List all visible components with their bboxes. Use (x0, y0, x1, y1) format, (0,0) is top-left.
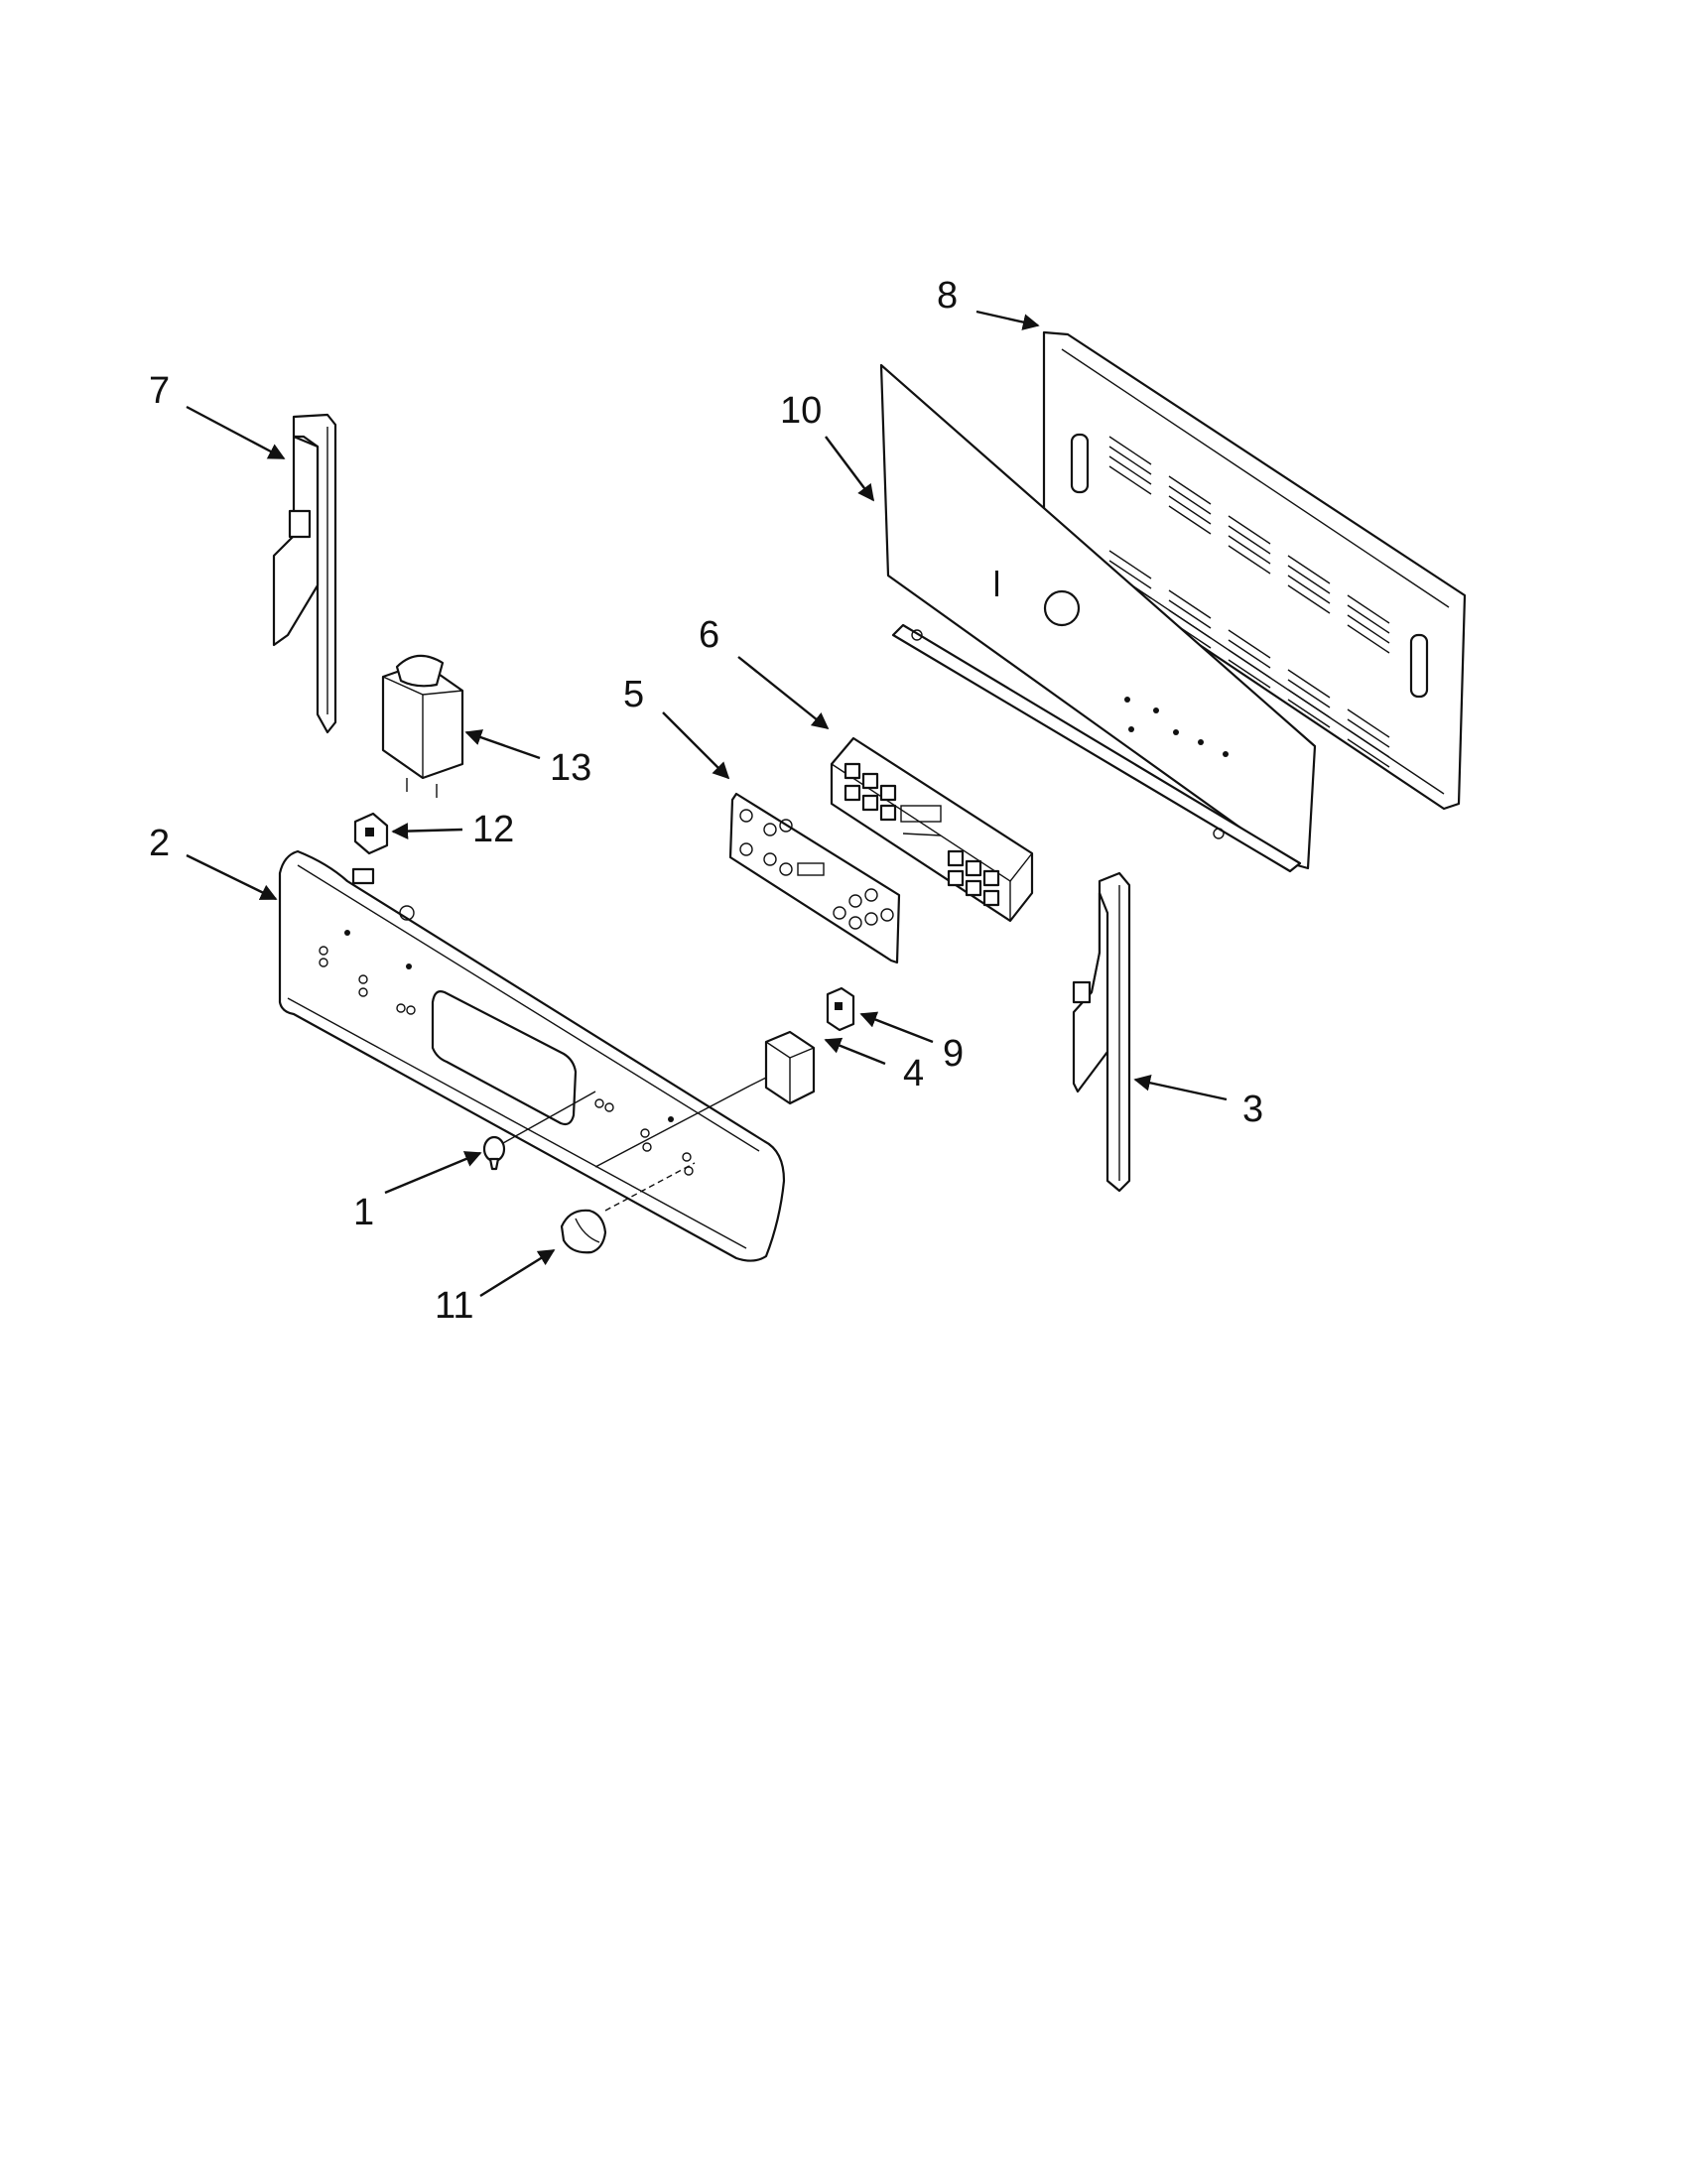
callout-labels: 1 2 3 4 5 6 7 8 9 10 11 12 13 (149, 275, 1263, 1327)
callout-4: 4 (903, 1053, 924, 1094)
callout-9: 9 (943, 1033, 964, 1075)
leader-lines (186, 310, 1228, 1298)
callout-12: 12 (472, 809, 514, 850)
leader-2 (186, 853, 278, 901)
leader-9 (859, 1011, 934, 1044)
right-end-bracket-part (1072, 871, 1131, 1193)
leader-4 (824, 1037, 886, 1066)
leader-7 (186, 405, 286, 460)
leader-5 (662, 711, 730, 780)
leader-8 (975, 310, 1040, 330)
left-end-bracket-part (272, 413, 337, 734)
switch-small-part (826, 986, 855, 1032)
leader-1 (384, 1151, 482, 1195)
switch-part (594, 1030, 816, 1168)
electronic-control-board-part (830, 736, 1034, 923)
control-mounting-plate-part (879, 363, 1317, 873)
leader-3 (1133, 1075, 1228, 1101)
callout-11: 11 (435, 1285, 473, 1327)
control-panel-part (278, 849, 786, 1262)
callout-1: 1 (353, 1192, 374, 1233)
callout-6: 6 (699, 614, 719, 656)
callout-10: 10 (780, 390, 822, 432)
callout-8: 8 (937, 275, 958, 317)
callout-5: 5 (623, 674, 644, 715)
leader-13 (464, 729, 541, 760)
callout-7: 7 (149, 370, 170, 412)
callout-13: 13 (550, 747, 591, 789)
relay-part (381, 654, 464, 798)
knob-part (560, 1162, 696, 1254)
callout-2: 2 (149, 823, 170, 864)
indicator-light-part (353, 812, 389, 855)
rear-panel-part (1042, 330, 1467, 811)
screw-part (482, 1091, 596, 1171)
leader-11 (479, 1248, 556, 1298)
callout-3: 3 (1242, 1089, 1263, 1130)
leader-10 (825, 436, 875, 502)
leader-12 (391, 823, 463, 839)
leader-6 (737, 656, 830, 730)
control-overlay-part (728, 792, 901, 964)
